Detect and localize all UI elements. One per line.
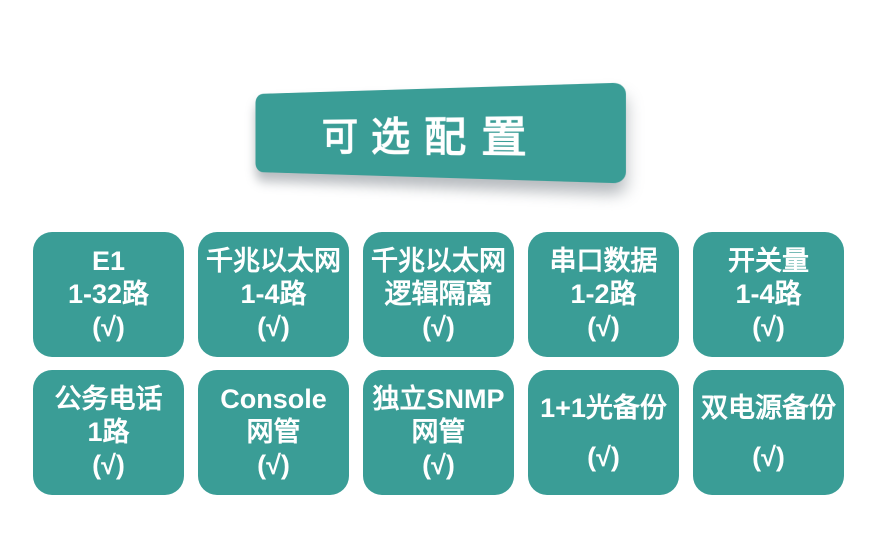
card-line: (√) <box>257 450 290 480</box>
card-line: 串口数据 <box>549 246 658 276</box>
card-line: 网管 <box>246 417 301 447</box>
card-line: 网管 <box>411 417 466 447</box>
card-line: 开关量 <box>728 246 809 276</box>
card-line: 1+1光备份 <box>540 392 667 423</box>
card-line: E1 <box>91 246 126 276</box>
card-line: (√) <box>257 312 290 342</box>
card-line: 千兆以太网 <box>206 246 341 276</box>
banner: 可选配置 <box>255 82 626 184</box>
card-line: (√) <box>587 441 620 472</box>
card-line: 1-4路 <box>735 279 802 309</box>
option-card: 双电源备份 (√) <box>693 370 844 495</box>
card-line: (√) <box>587 312 620 342</box>
card-line: (√) <box>752 441 785 472</box>
card-line: 1-4路 <box>240 279 307 309</box>
card-line: 双电源备份 <box>701 392 836 423</box>
card-line: (√) <box>92 312 125 342</box>
card-line: 1-32路 <box>67 279 150 309</box>
banner-title: 可选配置 <box>321 112 544 163</box>
option-card: 千兆以太网逻辑隔离(√) <box>363 232 514 357</box>
card-line: 逻辑隔离 <box>384 279 493 309</box>
card-line: Console <box>220 384 327 414</box>
card-line: (√) <box>752 312 785 342</box>
card-line: 千兆以太网 <box>371 246 506 276</box>
card-line: (√) <box>422 312 455 342</box>
card-line: 公务电话 <box>54 384 163 414</box>
card-line: (√) <box>422 450 455 480</box>
option-card: 1+1光备份 (√) <box>528 370 679 495</box>
card-line: 1-2路 <box>570 279 637 309</box>
card-line: 独立SNMP <box>372 384 505 414</box>
card-line: 1路 <box>87 417 130 447</box>
card-line: (√) <box>92 450 125 480</box>
